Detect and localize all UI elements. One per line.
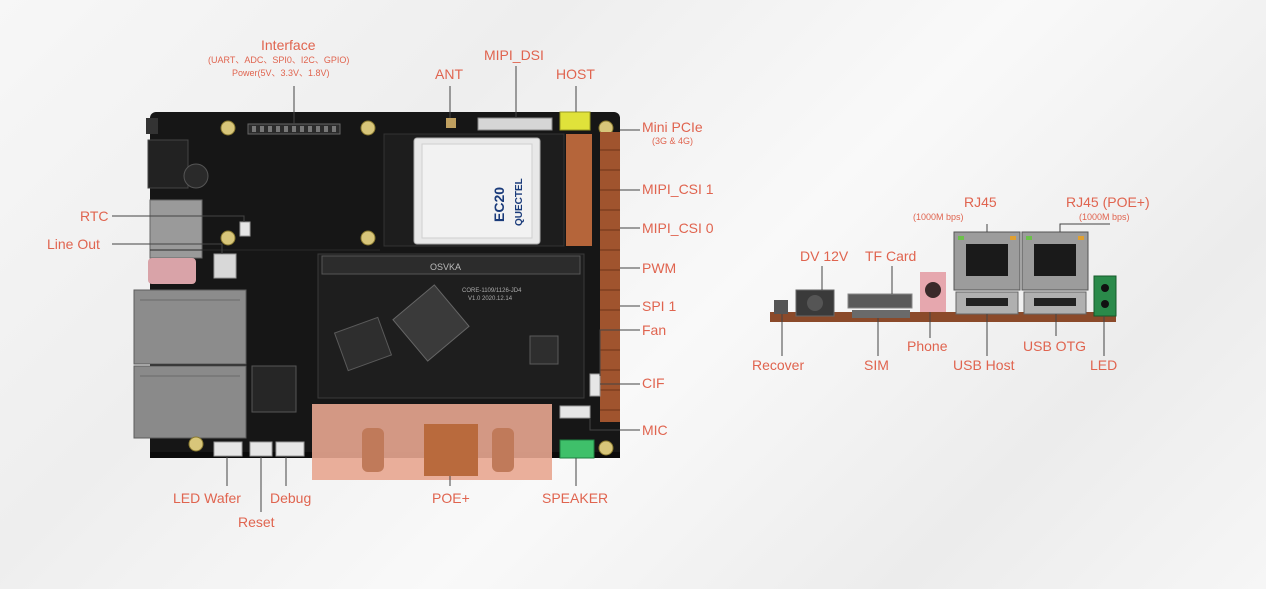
label-mini-pcie-sub: (3G & 4G) xyxy=(652,136,694,146)
label-led: LED xyxy=(1090,357,1118,373)
label-usb-host: USB Host xyxy=(953,357,1015,373)
label-poe: POE+ xyxy=(432,490,470,506)
label-mipi-csi0: MIPI_CSI 0 xyxy=(642,220,714,236)
label-tf-card: TF Card xyxy=(865,248,917,264)
label-phone: Phone xyxy=(907,338,948,354)
label-host: HOST xyxy=(556,66,595,82)
label-usb-otg: USB OTG xyxy=(1023,338,1087,354)
label-rj45-poe: RJ45 (POE+) xyxy=(1066,194,1150,210)
host-usb-connector xyxy=(559,111,591,131)
label-mini-pcie: Mini PCIe xyxy=(642,119,703,135)
label-rtc: RTC xyxy=(80,208,109,224)
ethernet-jack-upper xyxy=(133,289,247,365)
label-spi1: SPI 1 xyxy=(642,298,677,314)
sim-slot xyxy=(852,310,910,318)
mipi-dsi-connector xyxy=(477,117,553,131)
label-fan: Fan xyxy=(642,322,667,338)
pmic-chip xyxy=(529,335,559,365)
module-brand-print: QUECTEL xyxy=(514,178,525,226)
label-sim: SIM xyxy=(864,357,889,373)
ethernet-jack-lower xyxy=(133,365,247,439)
label-mipi-csi1: MIPI_CSI 1 xyxy=(642,181,714,197)
ram-chip xyxy=(333,316,393,372)
label-rj45: RJ45 xyxy=(964,194,997,210)
mini-pcie-slot xyxy=(566,134,592,246)
tf-card-slot xyxy=(847,293,913,309)
usb-stack-left xyxy=(149,199,203,259)
label-recover: Recover xyxy=(752,357,805,373)
label-interface-sub1: (UART、ADC、SPI0、I2C、GPIO) xyxy=(208,55,350,65)
label-pwm: PWM xyxy=(642,260,677,276)
debug-connector xyxy=(275,441,305,457)
label-mic: MIC xyxy=(642,422,668,438)
label-dv12v: DV 12V xyxy=(800,248,849,264)
pcb-side xyxy=(770,312,1116,322)
label-reset: Reset xyxy=(238,514,275,530)
audio-jack-pink xyxy=(148,258,196,284)
cif-connector xyxy=(589,373,601,397)
core-label-print: CORE-1109/1126-JD4 xyxy=(462,288,522,294)
line-out-connector xyxy=(213,253,237,279)
label-mipi-dsi: MIPI_DSI xyxy=(484,47,544,63)
label-interface: Interface xyxy=(261,37,316,53)
recover-button xyxy=(774,300,788,314)
core-rev-print: V1.0 2020.12.14 xyxy=(468,296,513,302)
soc-chip xyxy=(392,284,470,362)
label-rj45-sub: (1000M bps) xyxy=(913,212,964,222)
dc-jack xyxy=(147,139,189,189)
label-ant: ANT xyxy=(435,66,463,82)
label-cif: CIF xyxy=(642,375,665,391)
so-dimm-print: OSVKA xyxy=(430,262,461,272)
led-terminal xyxy=(1093,275,1117,317)
led-wafer-connector xyxy=(213,441,243,457)
label-debug: Debug xyxy=(270,490,312,506)
eth-phy-chip xyxy=(251,365,297,413)
so-dimm-socket xyxy=(321,255,581,275)
speaker-connector xyxy=(559,439,595,459)
antenna-connector xyxy=(446,118,456,128)
label-line-out: Line Out xyxy=(47,236,100,252)
label-led-wafer: LED Wafer xyxy=(173,490,241,506)
rtc-connector xyxy=(239,221,251,237)
label-rj45-poe-sub: (1000M bps) xyxy=(1079,212,1130,222)
label-speaker: SPEAKER xyxy=(542,490,609,506)
label-interface-sub2: Power(5V、3.3V、1.8V) xyxy=(232,68,330,78)
module-model-print: EC20 xyxy=(491,187,507,222)
mic-connector xyxy=(559,405,591,419)
